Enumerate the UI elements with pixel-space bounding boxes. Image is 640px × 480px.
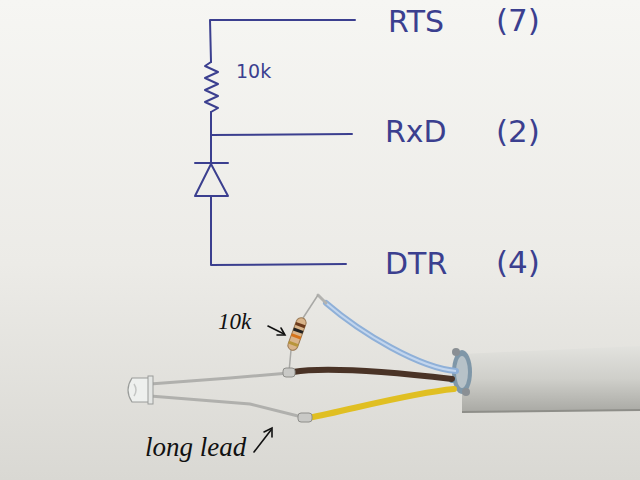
yellow-wire (308, 389, 454, 418)
cable-edge (462, 410, 640, 412)
resistor-lead-top (303, 295, 318, 318)
rxd-wire (211, 134, 352, 135)
resistor-part (286, 316, 307, 351)
solder-joint (283, 368, 295, 377)
dtr-wire (211, 196, 346, 265)
blue-wire-tip (318, 295, 326, 303)
signal-name: RxD (385, 117, 447, 147)
signal-name: DTR (385, 249, 447, 279)
lead-callout: long lead (145, 434, 246, 461)
cable-jacket (462, 346, 640, 412)
diode-symbol (195, 164, 228, 196)
blue-wire-highlight (326, 303, 456, 371)
resistor-symbol (205, 62, 218, 112)
solder-joint (298, 413, 312, 422)
rts-wire (210, 20, 355, 62)
resistor-callout: 10k (218, 310, 251, 333)
blue-wire (326, 303, 456, 371)
resistor-value: 10k (236, 62, 271, 81)
led-short-lead (150, 373, 289, 384)
resistor-to-node-wire (210, 112, 212, 163)
pin-number: (4) (496, 247, 540, 278)
pin-number: (7) (496, 5, 540, 36)
annotation-arrows (254, 326, 285, 452)
led-long-lead (150, 396, 306, 418)
brown-wire (293, 370, 452, 379)
schematic-ink (195, 20, 355, 265)
led-part (128, 376, 153, 404)
pin-number: (2) (496, 116, 540, 147)
signal-name: RTS (388, 7, 444, 37)
